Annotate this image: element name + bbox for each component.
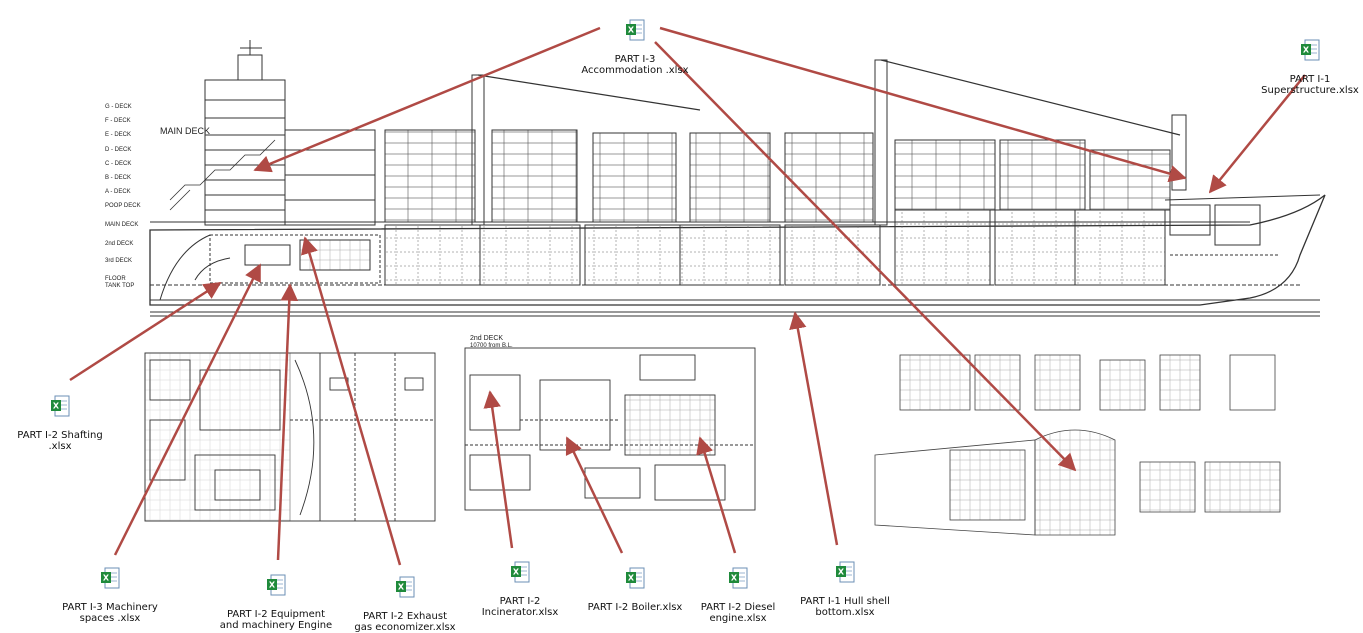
svg-text:X: X <box>838 568 845 577</box>
svg-text:X: X <box>1303 46 1310 55</box>
file-shafting[interactable]: X PART I-2 Shafting .xlsx <box>5 384 115 452</box>
deck-plans-grid <box>874 354 1281 536</box>
file-incinerator[interactable]: X PART I-2 Incinerator.xlsx <box>465 550 575 618</box>
deck-label: G - DECK <box>105 104 132 110</box>
deck-label: TANK TOP <box>105 283 134 289</box>
deck-labels: G - DECK F - DECK E - DECK D - DECK C - … <box>105 104 141 289</box>
svg-text:X: X <box>398 583 405 592</box>
ship-profile <box>149 40 1326 317</box>
svg-text:X: X <box>53 402 60 411</box>
arrow-superstructure <box>1208 74 1306 194</box>
excel-file-icon: X <box>836 561 855 583</box>
deck-label: 3rd DECK <box>105 258 132 264</box>
svg-text:X: X <box>269 581 276 590</box>
excel-file-icon: X <box>626 19 645 41</box>
file-name: PART I-1 Superstructure.xlsx <box>1261 74 1359 96</box>
file-hull[interactable]: X PART I-1 Hull shell bottom.xlsx <box>785 550 905 618</box>
deck-label: E - DECK <box>105 132 131 138</box>
svg-text:X: X <box>731 574 738 583</box>
engine-room-plan <box>144 352 436 522</box>
ship-drawing-diagram: 2nd DECK 10700 from B.L. G - DECK F - DE… <box>69 26 1326 566</box>
arrow-accommodation <box>253 26 601 173</box>
arrow-machinery-spaces <box>113 263 262 556</box>
arrow-accommodation-2 <box>659 26 1187 183</box>
svg-text:X: X <box>103 574 110 583</box>
svg-text:X: X <box>628 26 635 35</box>
arrow-incinerator <box>483 390 514 549</box>
file-superstructure[interactable]: X PART I-1 Superstructure.xlsx <box>1255 28 1363 96</box>
file-name: PART I-2 Boiler.xlsx <box>587 602 683 613</box>
file-boiler[interactable]: X PART I-2 Boiler.xlsx <box>575 556 695 613</box>
deck-label: F - DECK <box>105 118 131 124</box>
file-name: PART I-3 Accommodation .xlsx <box>581 54 689 76</box>
excel-file-icon: X <box>1301 39 1320 61</box>
excel-file-icon: X <box>101 567 120 589</box>
excel-file-icon: X <box>511 561 530 583</box>
arrows <box>69 26 1306 566</box>
deck-label: FLOOR <box>105 276 126 282</box>
file-name: PART I-2 Exhaust gas economizer.xlsx <box>354 611 456 633</box>
file-exhaust[interactable]: X PART I-2 Exhaust gas economizer.xlsx <box>345 565 465 633</box>
arrow-boiler <box>565 436 624 554</box>
excel-file-icon: X <box>626 567 645 589</box>
excel-file-icon: X <box>396 576 415 598</box>
svg-text:X: X <box>628 574 635 583</box>
svg-text:X: X <box>513 568 520 577</box>
file-name: PART I-2 Incinerator.xlsx <box>481 596 559 618</box>
deck-label: D - DECK <box>105 147 131 153</box>
arrow-diesel <box>696 436 737 554</box>
arrow-hull <box>789 311 839 546</box>
deck-label: POOP DECK <box>105 203 141 209</box>
excel-file-icon: X <box>267 574 286 596</box>
second-deck-plan <box>464 347 756 511</box>
file-machinery-spaces[interactable]: X PART I-3 Machinery spaces .xlsx <box>55 556 165 624</box>
deck-label: B - DECK <box>105 175 131 181</box>
main-deck-label: MAIN DECK <box>160 126 210 136</box>
arrow-exhaust <box>300 236 402 566</box>
deck-label: A - DECK <box>105 189 131 195</box>
second-deck-title: 2nd DECK <box>470 335 503 342</box>
excel-file-icon: X <box>51 395 70 417</box>
file-name: PART I-3 Machinery spaces .xlsx <box>62 602 158 624</box>
file-equipment[interactable]: X PART I-2 Equipment and machinery Engin… <box>215 563 337 631</box>
arrow-shafting <box>69 281 222 382</box>
file-diesel[interactable]: X PART I-2 Diesel engine.xlsx <box>683 556 793 624</box>
deck-label: 2nd DECK <box>105 241 133 247</box>
deck-label: C - DECK <box>105 161 131 167</box>
file-accommodation[interactable]: X PART I-3 Accommodation .xlsx <box>575 8 695 76</box>
excel-file-icon: X <box>729 567 748 589</box>
second-deck-subtitle: 10700 from B.L. <box>470 343 513 349</box>
arrow-accommodation-3 <box>654 41 1077 472</box>
file-name: PART I-2 Equipment and machinery Engine <box>219 609 333 631</box>
deck-label: MAIN DECK <box>105 222 138 228</box>
file-name: PART I-2 Diesel engine.xlsx <box>700 602 776 624</box>
file-name: PART I-1 Hull shell bottom.xlsx <box>800 596 890 618</box>
arrow-equipment <box>276 283 299 561</box>
file-name: PART I-2 Shafting .xlsx <box>17 430 103 452</box>
